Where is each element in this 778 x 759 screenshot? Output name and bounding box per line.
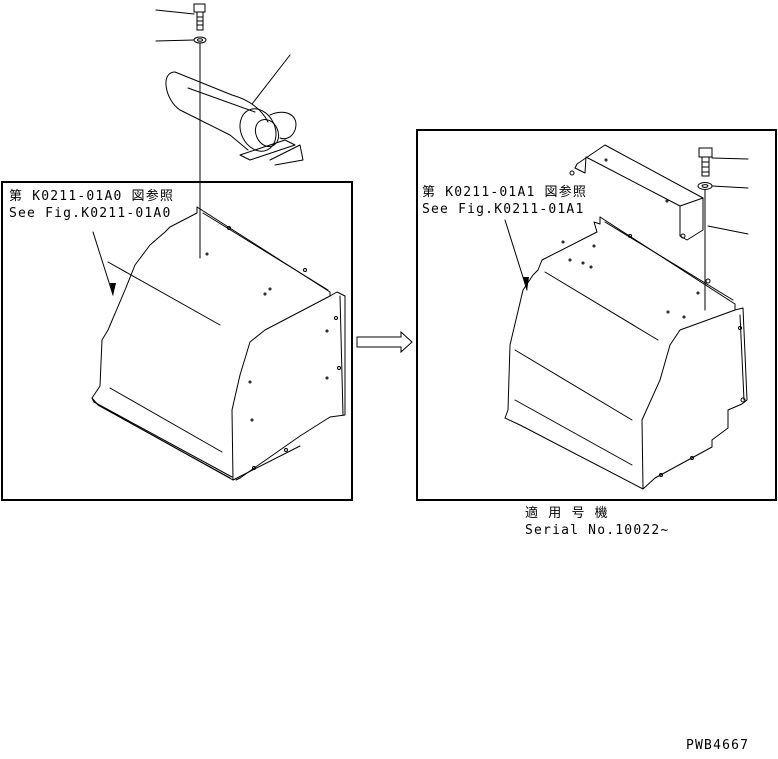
washer-icon-right <box>697 182 713 190</box>
figure-code: PWB4667 <box>686 738 750 753</box>
right-ref-en: See Fig.K0211-01A1 <box>422 202 585 217</box>
serial-label-en: Serial No.10022~ <box>525 523 670 538</box>
right-arrow-icon <box>356 330 413 354</box>
bolt-icon <box>193 3 206 31</box>
left-ref-jp: 第 K0211-01A0 図参照 <box>9 189 175 204</box>
right-ref-jp: 第 K0211-01A1 図参照 <box>422 185 588 200</box>
left-ref-en: See Fig.K0211-01A0 <box>9 206 172 221</box>
left-panel-frame <box>1 181 353 501</box>
bracket-icon <box>569 144 704 241</box>
serial-label-jp: 適 用 号 機 <box>525 506 609 521</box>
motor-unit-icon <box>165 54 304 166</box>
right-panel-frame <box>416 129 777 501</box>
bolt-icon-right <box>698 147 713 177</box>
cover-assembly-left <box>91 206 346 481</box>
cover-assembly-right <box>504 216 748 490</box>
washer-icon <box>193 36 207 44</box>
